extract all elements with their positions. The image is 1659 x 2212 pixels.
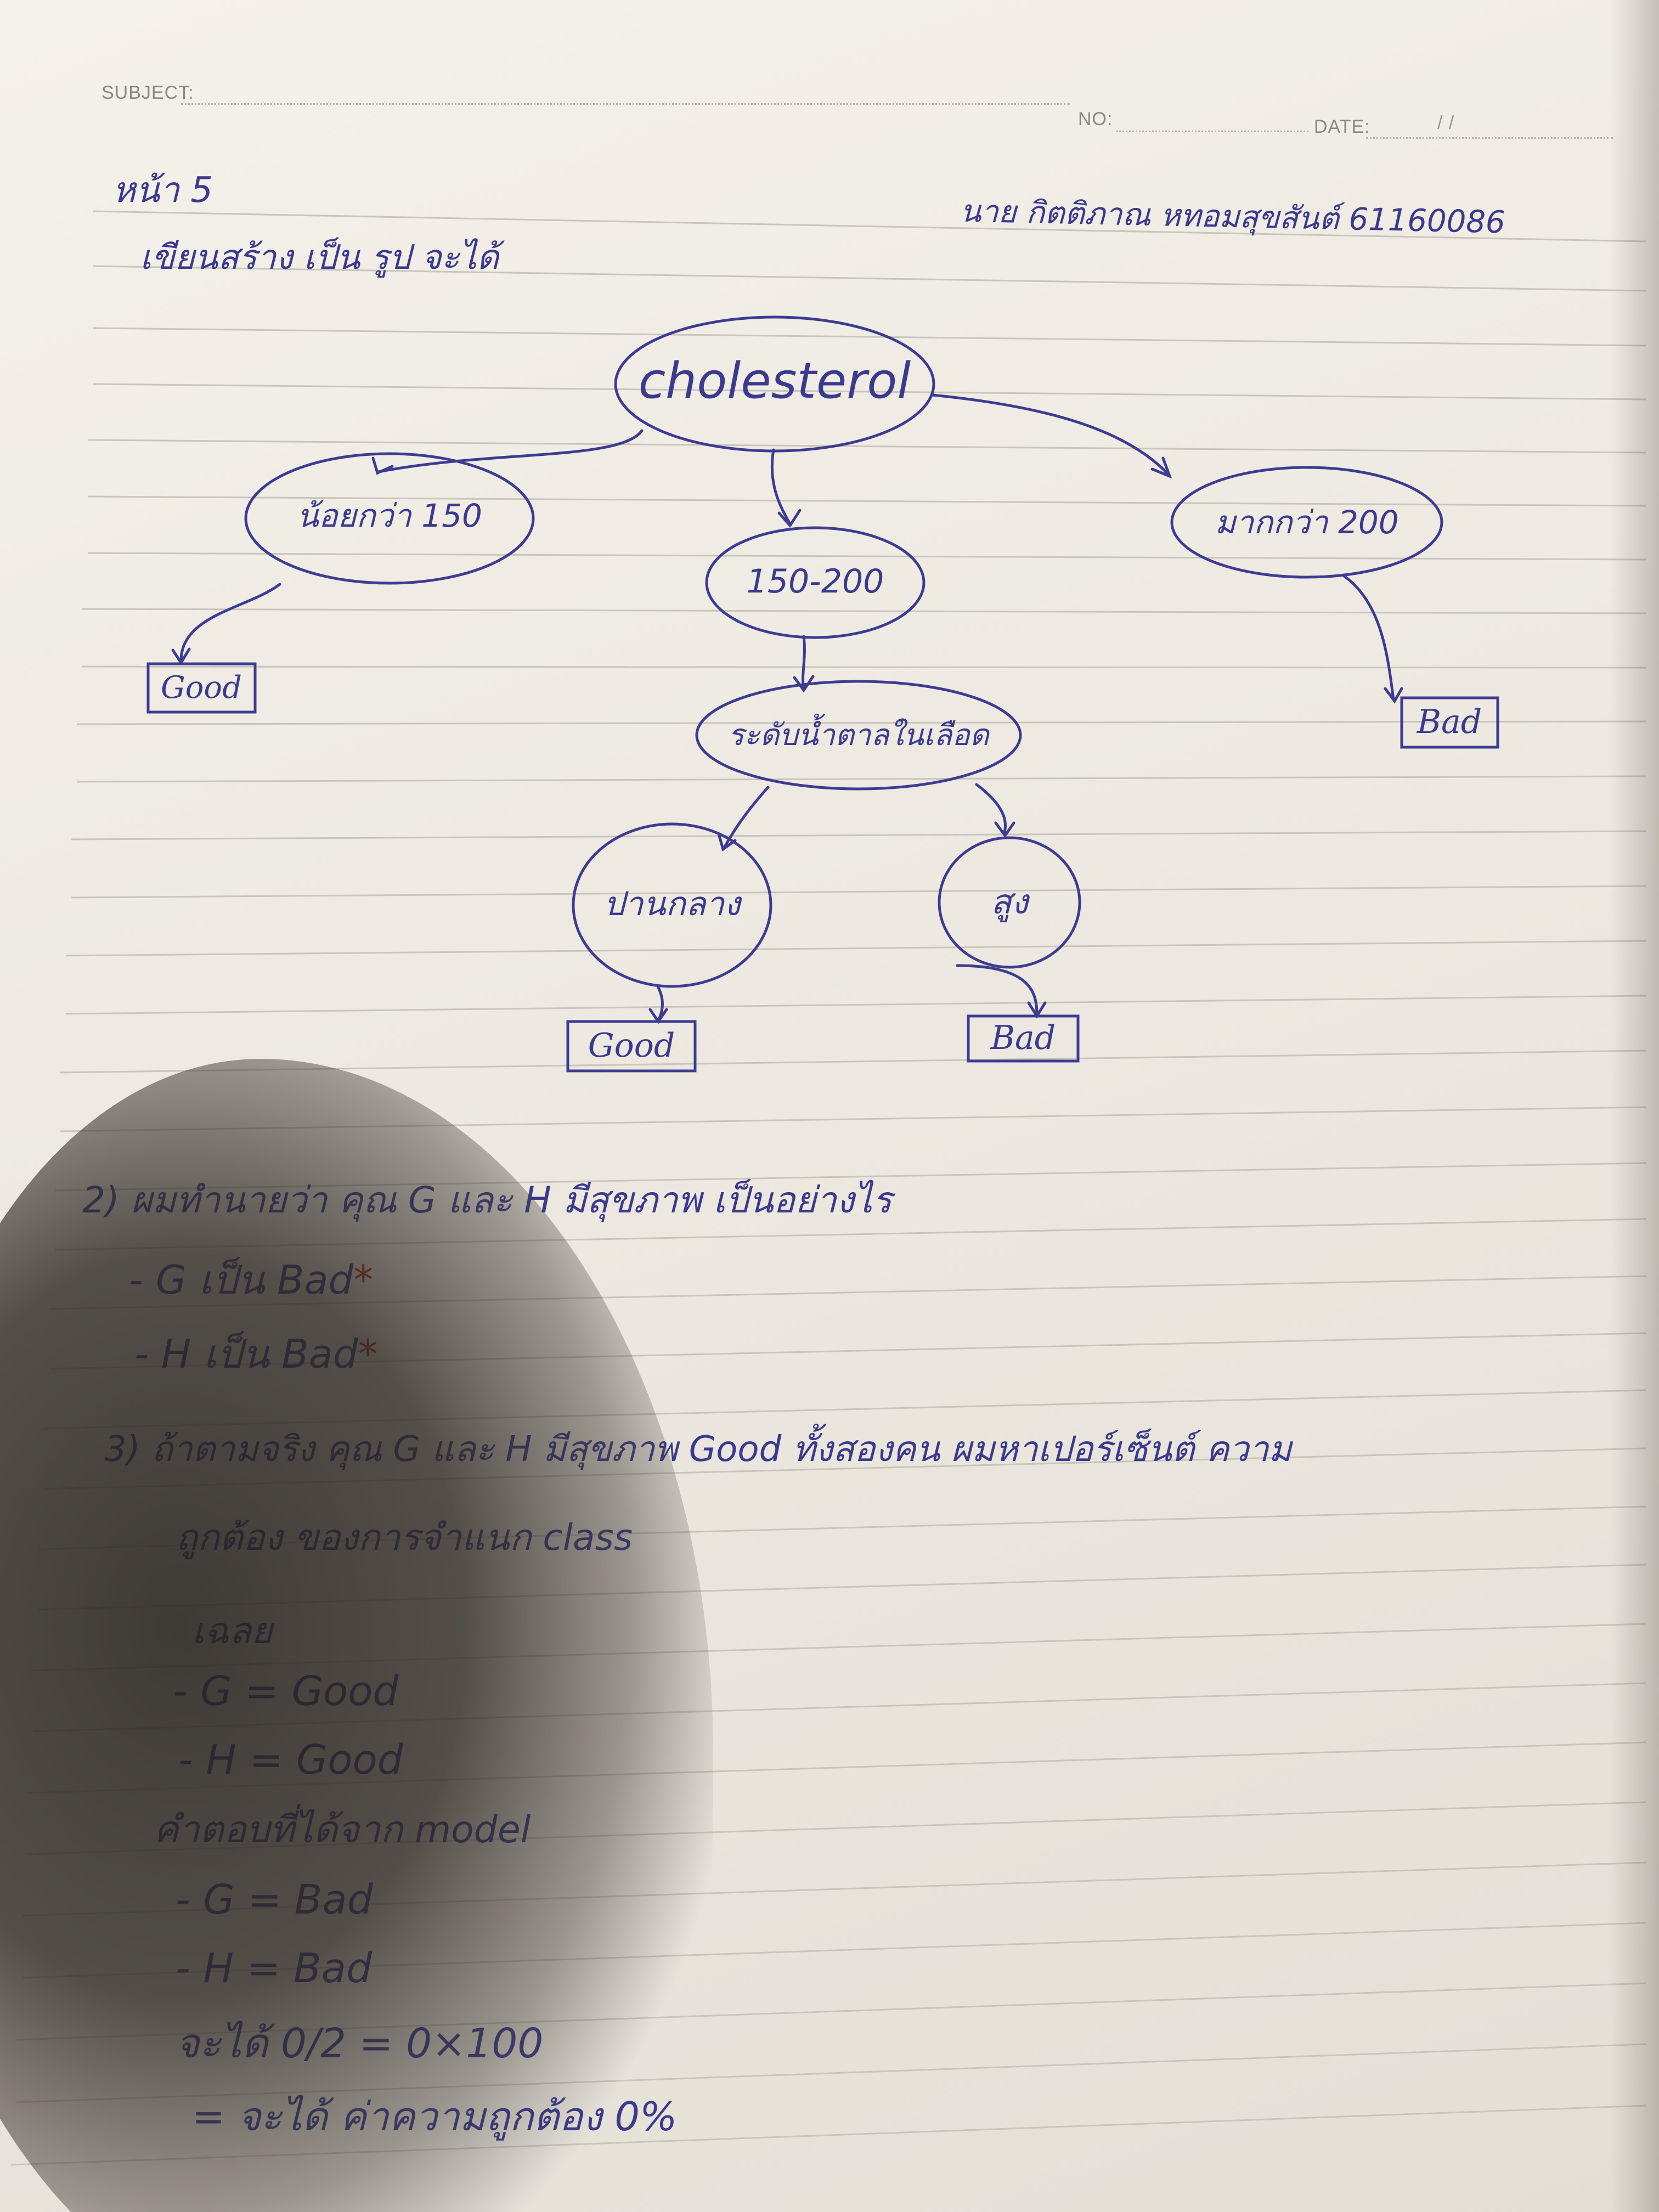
- date-slashes: / /: [1437, 112, 1455, 133]
- model-g: - G = Bad: [176, 1876, 373, 1923]
- leaf-bad-high-label: Bad: [990, 1019, 1056, 1057]
- q2-title: 2) ผมทำนายว่า คุณ G และ H มีสุขภาพ เป็นอ…: [82, 1179, 892, 1221]
- model-label: คำตอบที่ได้จาก model: [154, 1808, 531, 1852]
- page-edge-shadow: [1610, 0, 1659, 2212]
- edge-root-more200: [931, 393, 1170, 476]
- model-h: - H = Bad: [176, 1945, 373, 1992]
- star-mark: *: [353, 1257, 374, 1303]
- leaf-good-medium-label: Good: [588, 1026, 675, 1065]
- node-cholesterol: [614, 315, 935, 453]
- leaf-bad-right-label: Bad: [1417, 703, 1482, 741]
- no-label: NO:: [1078, 109, 1113, 129]
- result: = จะได้ ค่าความถูกต้อง 0%: [192, 2094, 678, 2140]
- node-less-150-label: น้อยกว่า 150: [297, 497, 482, 534]
- node-less-150: [244, 452, 535, 585]
- node-150-200: [705, 526, 926, 639]
- leaf-box-bad-high: [967, 1014, 1080, 1063]
- answer-label: เฉลย: [192, 1610, 273, 1652]
- edge-root-less150: [377, 429, 644, 473]
- node-medium-label: ปานกลาง: [604, 885, 743, 923]
- node-150-200-label: 150-200: [747, 562, 884, 601]
- edge-high-bad: [956, 964, 1039, 1017]
- leaf-box-bad-right: [1400, 696, 1499, 749]
- node-sugar-level: [695, 680, 1022, 791]
- instruction-text: เขียนสร้าง เป็น รูป จะได้: [140, 237, 499, 277]
- leaf-box-good-left: [146, 662, 257, 714]
- node-high: [938, 836, 1081, 969]
- node-medium: [572, 822, 772, 988]
- edge-sugar-high: [975, 783, 1007, 836]
- no-line: [1116, 131, 1308, 132]
- subject-line: [181, 103, 1070, 105]
- answer-g: - G = Good: [173, 1668, 399, 1715]
- page-number: หน้า 5: [112, 170, 213, 211]
- node-cholesterol-label: cholesterol: [639, 352, 911, 410]
- node-more-200-label: มากกว่า 200: [1215, 504, 1398, 541]
- q2-answer-h: - H เป็น Bad*: [134, 1331, 378, 1377]
- node-more-200: [1170, 466, 1443, 579]
- edge-less150-good: [179, 583, 281, 663]
- star-mark: *: [358, 1331, 378, 1377]
- node-sugar-level-label: ระดับน้ำตาลในเลือด: [728, 713, 990, 752]
- node-high-label: สูง: [991, 882, 1030, 923]
- edge-root-150-200: [770, 448, 792, 526]
- edge-more200-bad: [1342, 574, 1395, 701]
- subject-label: SUBJECT:: [101, 82, 194, 103]
- edge-sugar-medium: [723, 786, 770, 849]
- q2-answer-g: - G เป็น Bad*: [129, 1257, 374, 1303]
- date-label: DATE:: [1314, 116, 1370, 137]
- answer-h: - H = Good: [178, 1736, 403, 1784]
- date-line: [1366, 137, 1613, 139]
- edge-150-200-sugar: [802, 635, 806, 690]
- q3-title-continued: ถูกต้อง ของการจำแนก class: [176, 1516, 633, 1559]
- leaf-good-left-label: Good: [161, 670, 242, 706]
- calculation: จะได้ 0/2 = 0×100: [176, 2020, 544, 2067]
- q3-title: 3) ถ้าตามจริง คุณ G และ H มีสุขภาพ Good …: [104, 1429, 1292, 1470]
